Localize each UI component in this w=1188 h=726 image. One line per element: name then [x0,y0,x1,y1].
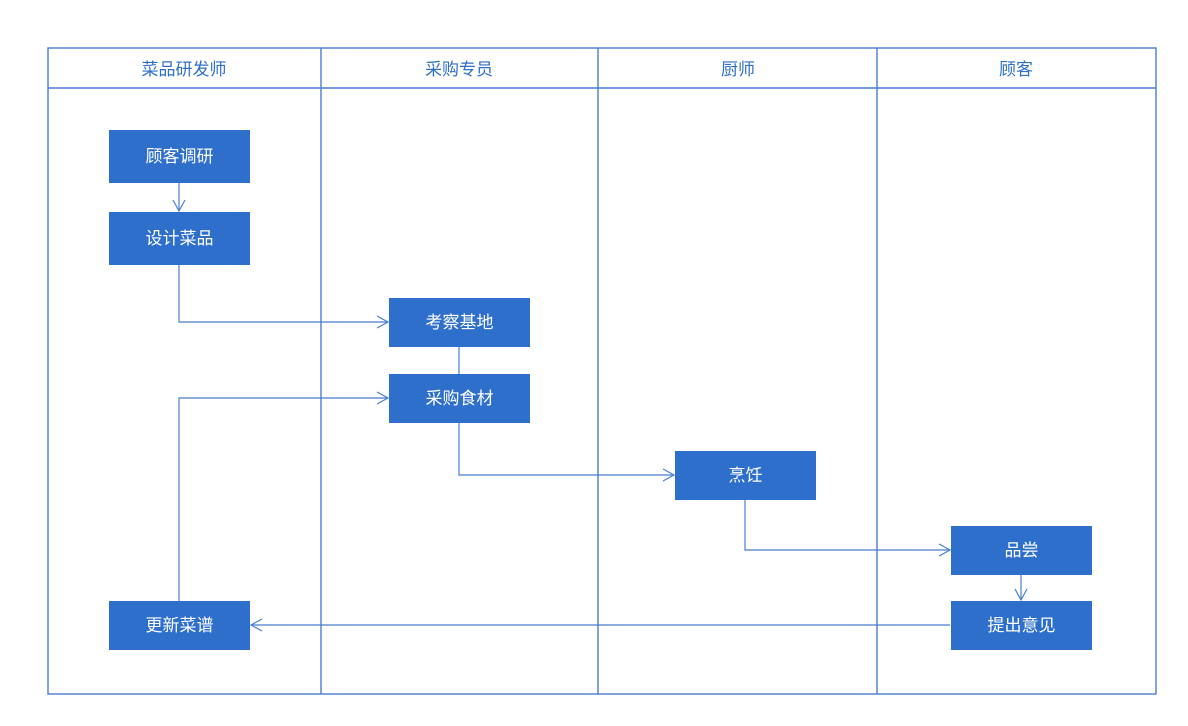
lane-title-buyer: 采购专员 [425,60,493,80]
node-update-menu-label: 更新菜谱 [146,616,214,636]
node-update-menu: 更新菜谱 [109,601,250,650]
edge-update-menu-to-purchase [178,391,390,601]
node-purchase: 采购食材 [389,374,530,423]
edge-cook-to-taste [744,500,952,557]
node-survey-label: 顾客调研 [146,147,214,167]
edge-design-to-inspect [178,265,390,329]
diagram-frame [47,47,1157,695]
node-taste: 品尝 [951,526,1092,575]
node-feedback-label: 提出意见 [988,616,1056,636]
node-purchase-label: 采购食材 [426,389,494,409]
node-inspect: 考察基地 [389,298,530,347]
node-taste-label: 品尝 [1005,541,1039,561]
lane-title-dev: 菜品研发师 [142,60,227,80]
node-design: 设计菜品 [109,212,250,265]
node-survey: 顾客调研 [109,130,250,183]
node-inspect-label: 考察基地 [426,313,494,333]
lane-title-customer: 顾客 [999,60,1033,80]
lane-title-chef: 厨师 [721,60,755,80]
node-cook-label: 烹饪 [729,465,763,486]
node-design-label: 设计菜品 [146,229,214,249]
edge-purchase-to-cook [458,423,676,482]
node-feedback: 提出意见 [951,601,1092,650]
node-cook: 烹饪 [675,451,816,500]
